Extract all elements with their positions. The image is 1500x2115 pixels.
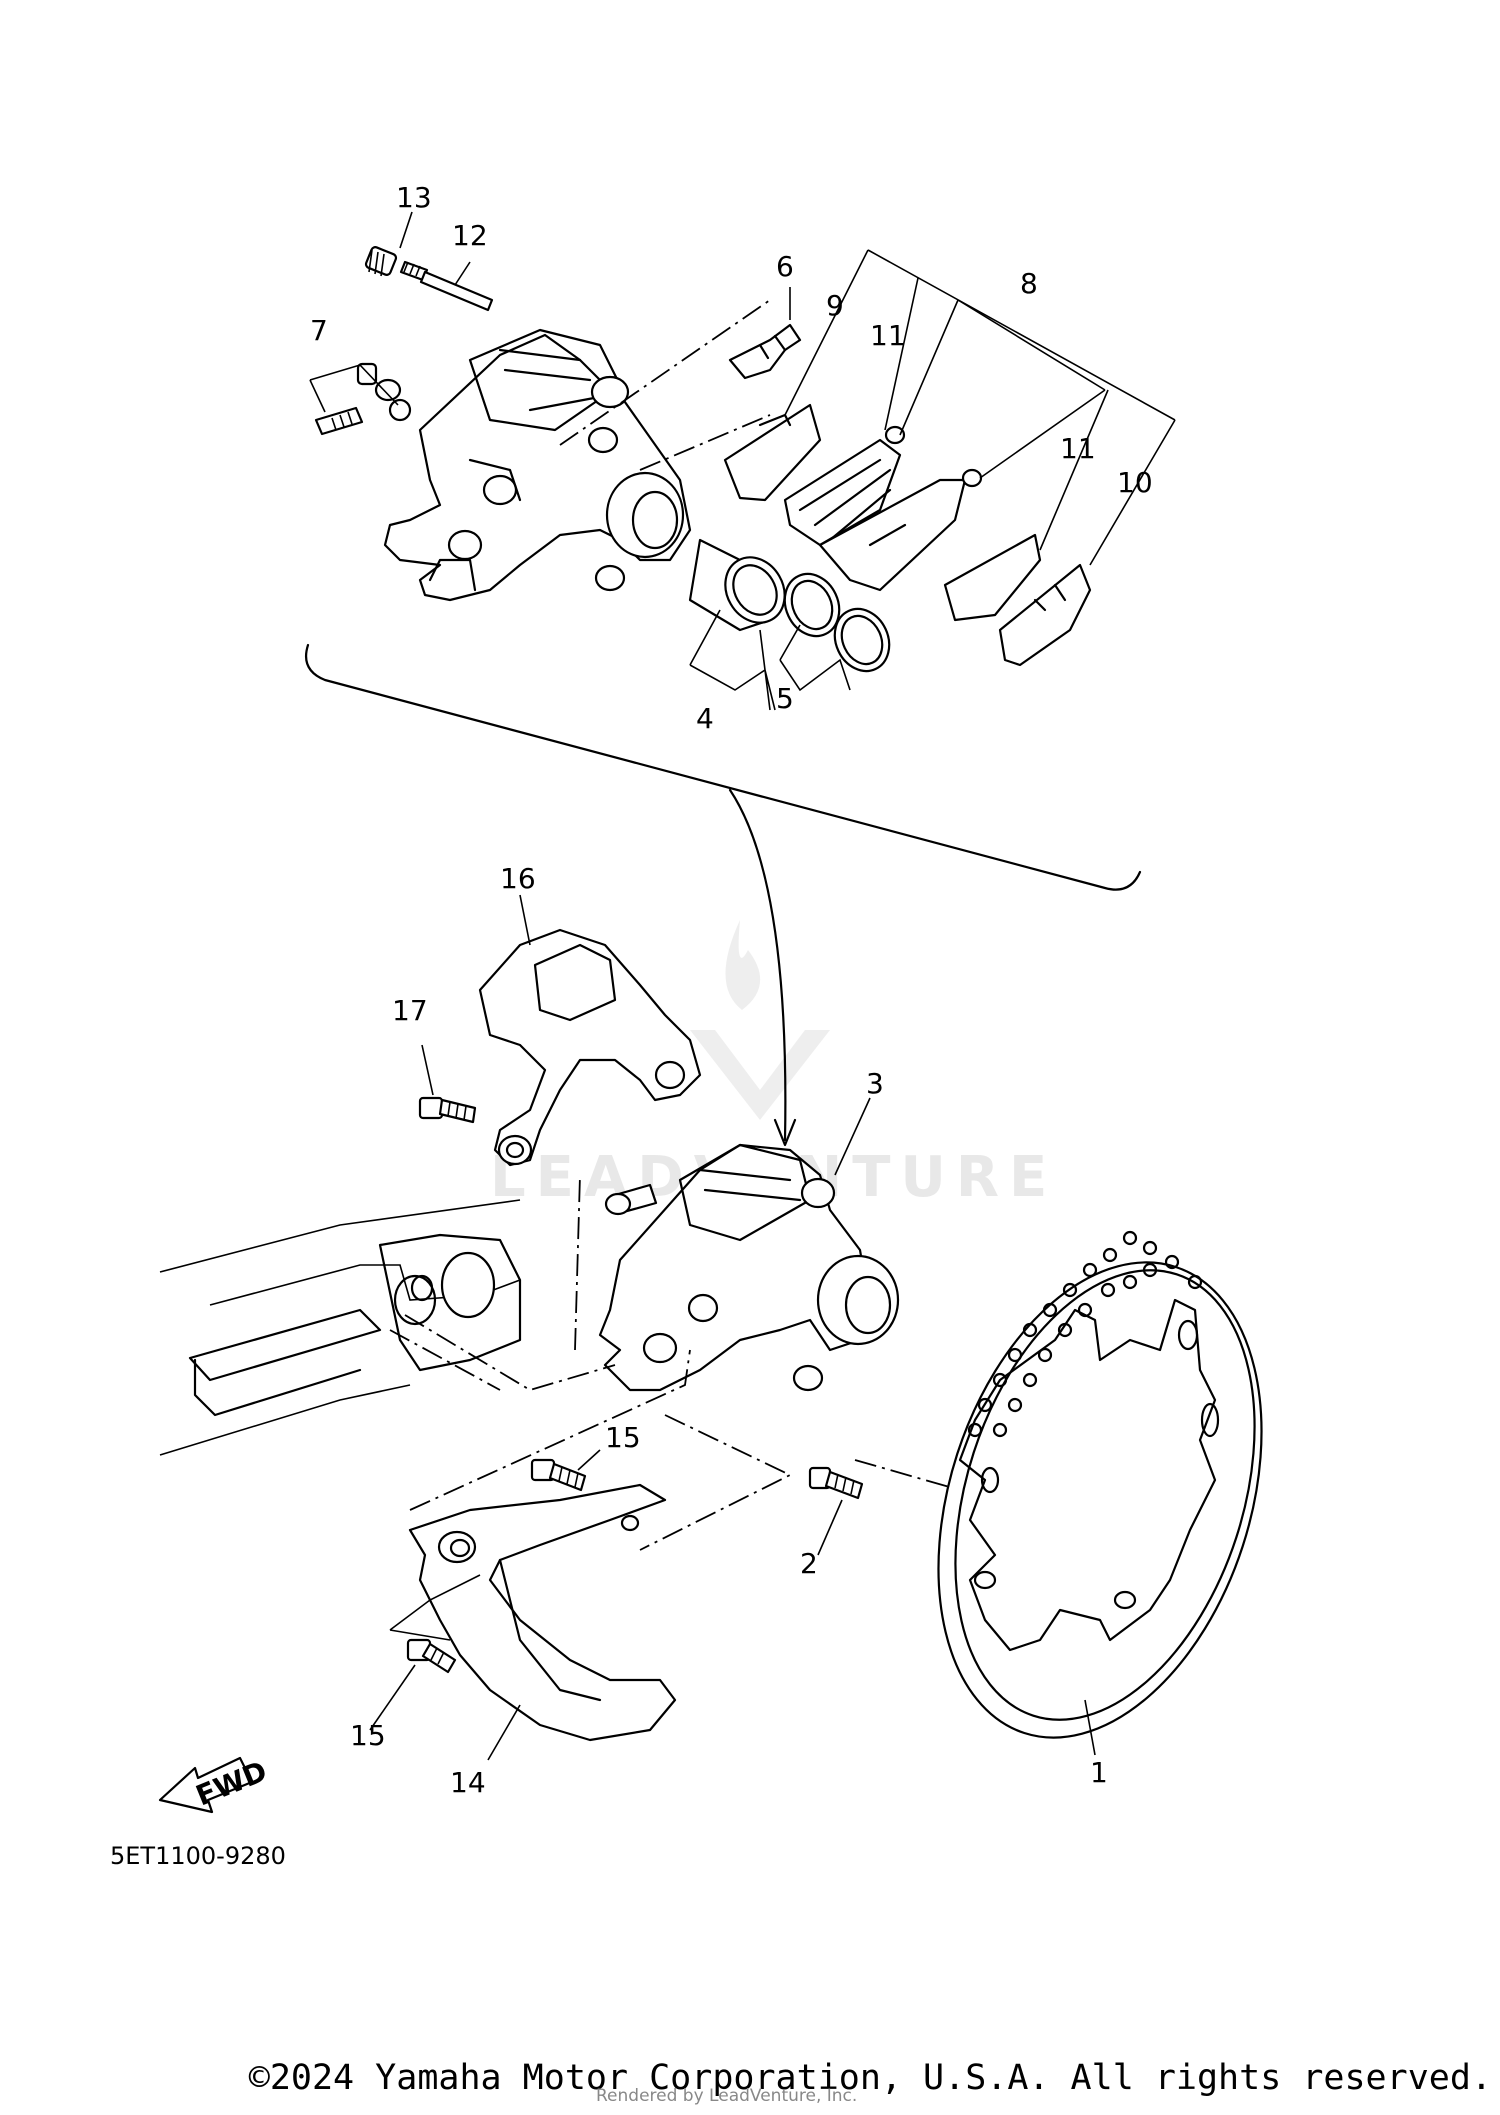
diagram-part-code: 5ET1100-9280	[110, 1842, 286, 1870]
guard-bolt-lower	[406, 1638, 457, 1674]
brake-disc	[937, 1230, 1263, 1739]
callout-16: 16	[500, 862, 536, 895]
guard-bolt-upper	[530, 1458, 587, 1492]
piston	[688, 538, 786, 632]
callout-14: 14	[450, 1766, 486, 1799]
callout-7: 7	[310, 314, 328, 347]
piston-seal	[783, 572, 891, 673]
callout-8: 8	[1020, 267, 1038, 300]
callout-labels: 1 2 3 4 5 6 7 8 9 9 10 11 11 12 13 14 15…	[310, 181, 1153, 1799]
callout-11-b: 11	[1060, 432, 1096, 465]
caliper-body-exploded	[383, 328, 692, 602]
callout-9-a: 9	[826, 289, 844, 322]
bleed-screw	[314, 362, 412, 436]
callout-15-b: 15	[350, 1719, 386, 1752]
caliper-pin	[399, 260, 494, 312]
bracket-bolt	[418, 1096, 477, 1124]
callout-4: 4	[696, 702, 714, 735]
caliper-guard-bracket	[478, 928, 702, 1167]
callout-17: 17	[392, 994, 428, 1027]
caliper-exploded-group	[309, 211, 1176, 711]
callout-15-a: 15	[605, 1421, 641, 1454]
brake-caliper-assembly	[598, 1143, 900, 1392]
assembly-brace	[304, 643, 1142, 891]
callout-13: 13	[396, 181, 432, 214]
disc-bolt	[808, 1466, 864, 1500]
swing-arm	[159, 1199, 522, 1456]
assembly-arrow	[728, 788, 787, 1142]
brake-pad-set	[723, 403, 1092, 667]
callout-11-a: 11	[870, 319, 906, 352]
pad-spring	[728, 323, 802, 380]
callout-5: 5	[776, 682, 794, 715]
callout-12: 12	[452, 219, 488, 252]
callout-10: 10	[1117, 466, 1153, 499]
callout-6: 6	[776, 250, 794, 283]
fwd-direction-arrow: FWD	[158, 1754, 272, 1814]
callout-1: 1	[1090, 1756, 1108, 1789]
rendered-by-notice: Rendered by LeadVenture, Inc.	[596, 2086, 858, 2106]
chain-guard	[408, 1483, 677, 1742]
copyright-notice: ©2024 Yamaha Motor Corporation, U.S.A. A…	[248, 2058, 1492, 2098]
callout-2: 2	[800, 1547, 818, 1580]
callout-3: 3	[866, 1067, 884, 1100]
disc-holes	[967, 1230, 1203, 1438]
pin-plug	[364, 246, 398, 277]
